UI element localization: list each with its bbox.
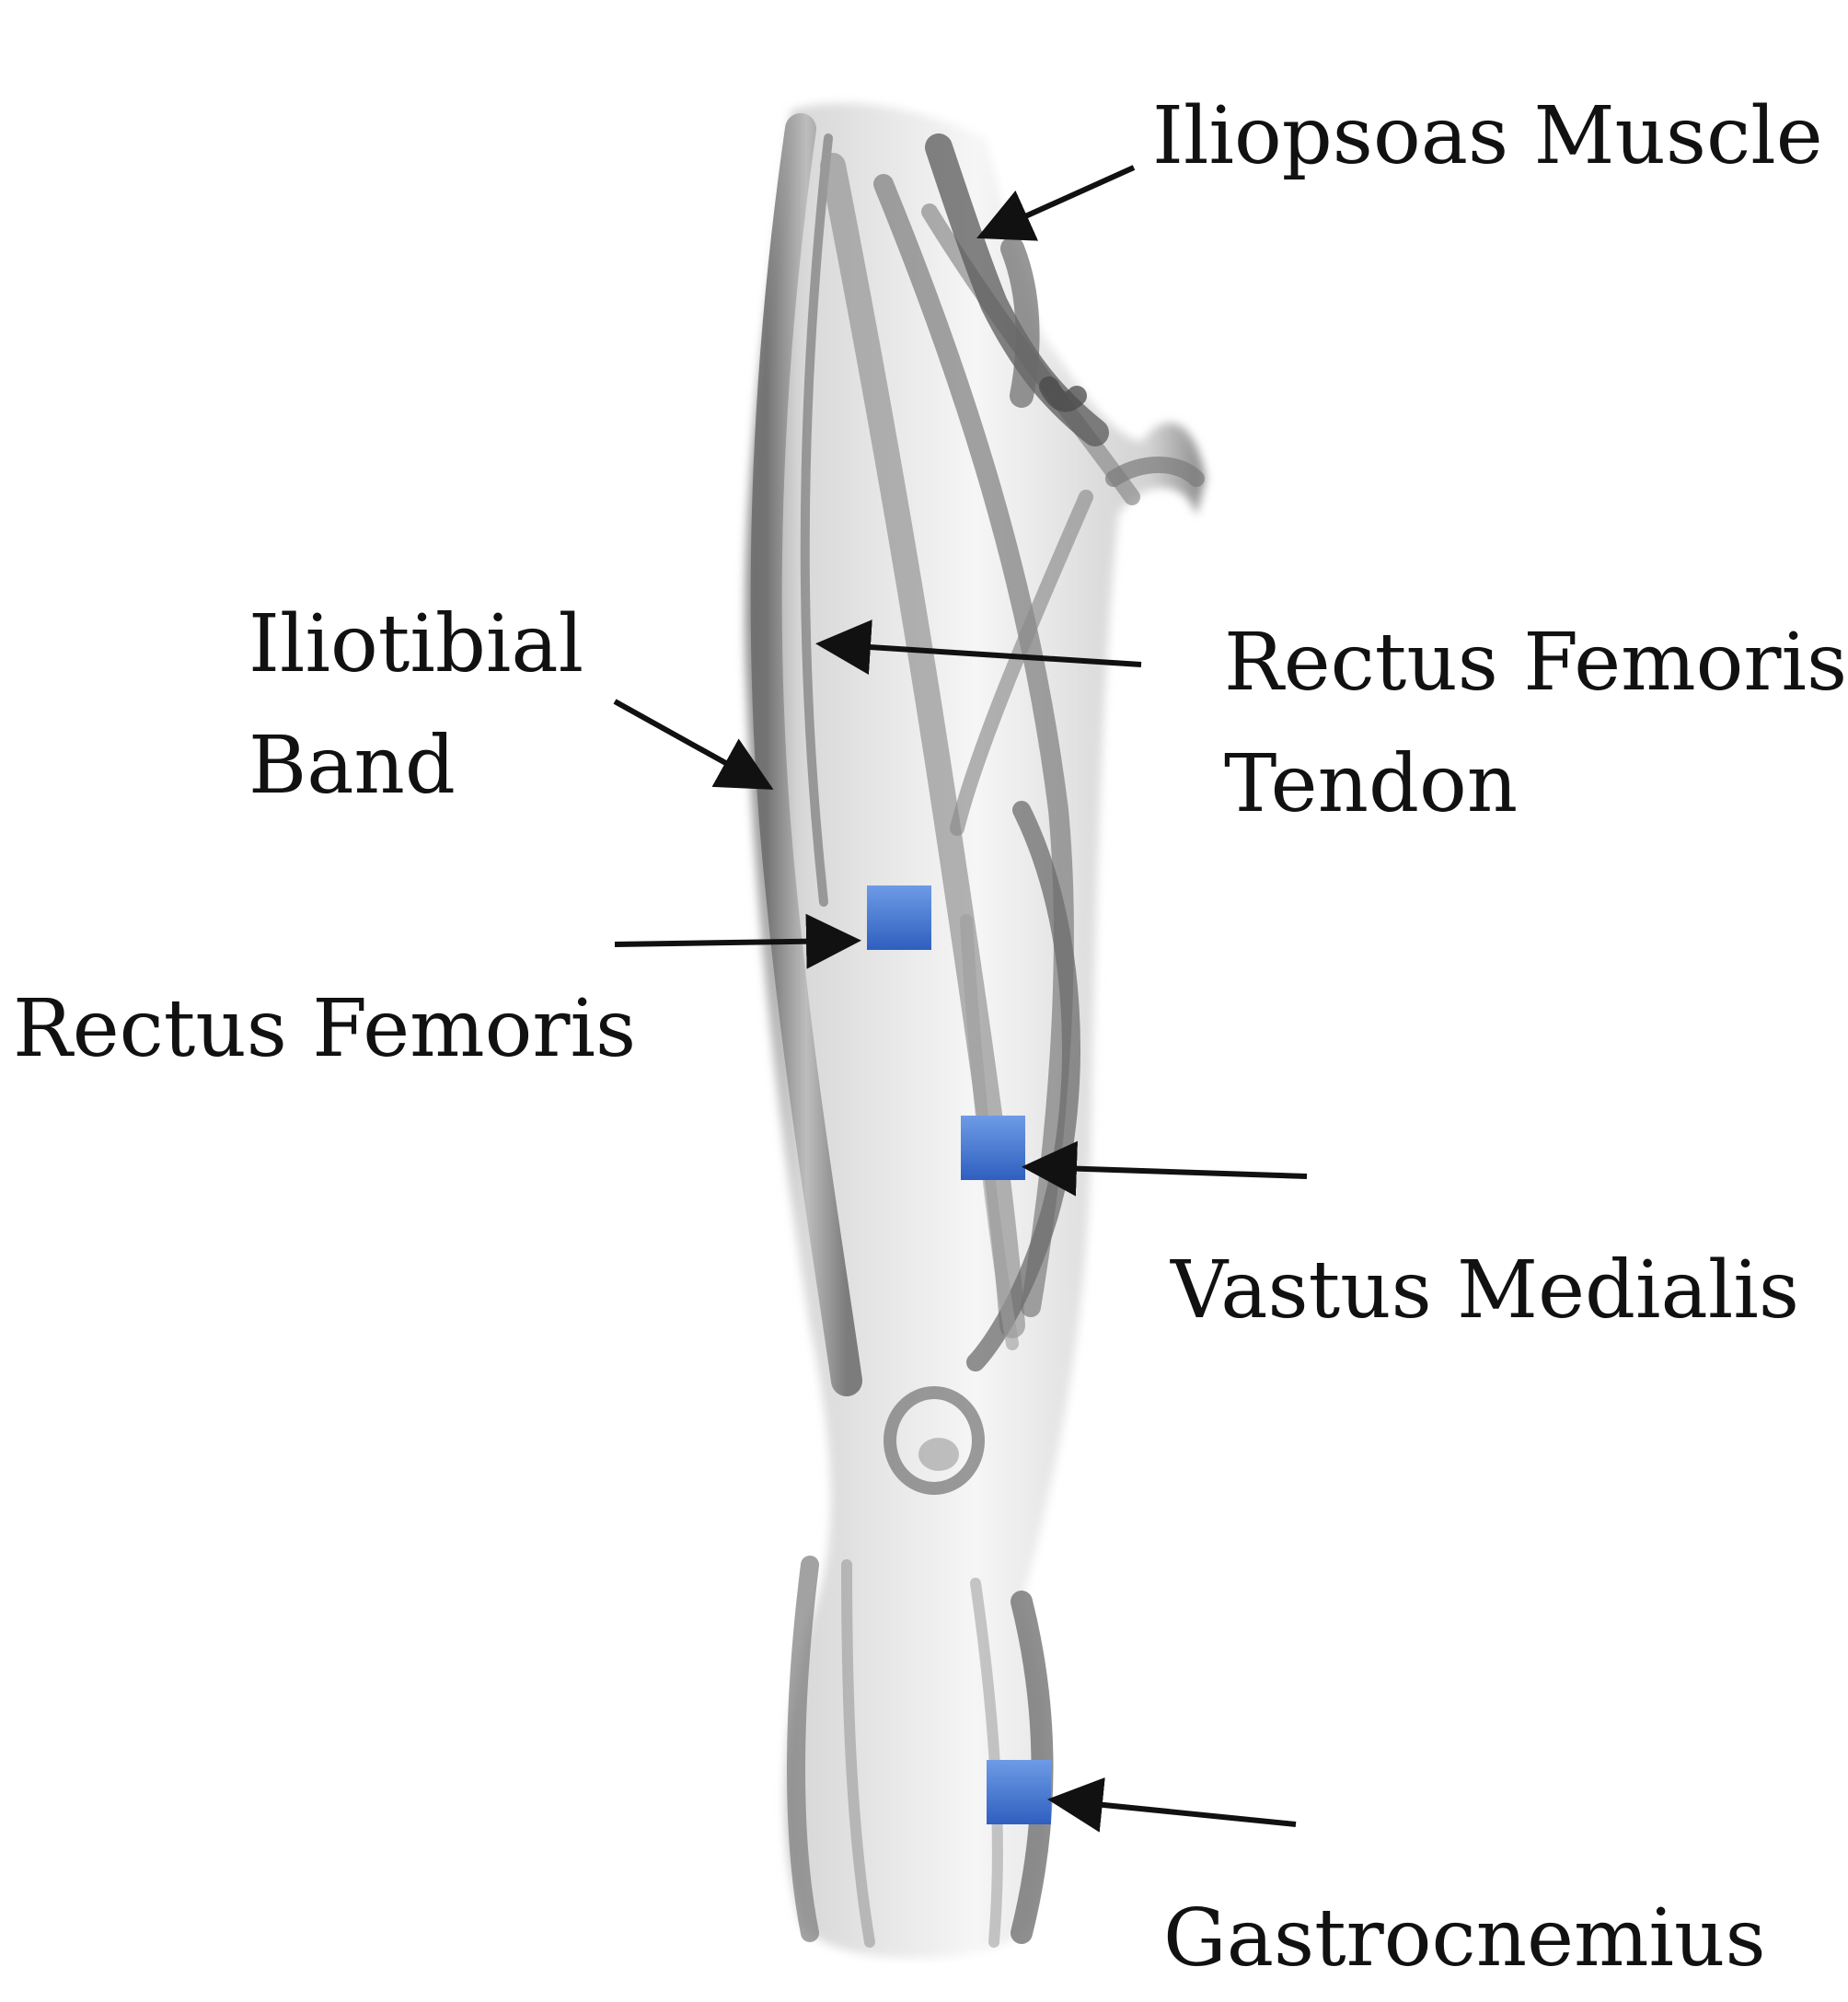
label-iliotibial-line2: Band (248, 720, 456, 812)
label-iliotibial-band: Iliotibial Band (248, 584, 583, 827)
electrodes (867, 885, 1051, 1824)
iliotibial-band-shape (750, 113, 862, 1396)
label-vastus-medialis: Vastus Medialis (1171, 1244, 1799, 1337)
arrow-iliotibial-band (613, 699, 774, 790)
label-rf-tendon-line1: Rectus Femoris (1224, 617, 1848, 709)
label-iliotibial-line1: Iliotibial (248, 598, 584, 690)
electrode-rectus-femoris (867, 885, 931, 950)
arrow-rectus-femoris (614, 913, 861, 969)
label-gastrocnemius: Gastrocnemius (1163, 1892, 1766, 1985)
electrode-gastrocnemius (987, 1760, 1051, 1824)
pointer-arrows (613, 165, 1308, 1833)
patella-shape (884, 1386, 985, 1495)
label-iliopsoas: Iliopsoas Muscle (1152, 90, 1823, 182)
arrow-rectus-femoris-tendon (815, 619, 1142, 676)
electrode-vastus-medialis (961, 1116, 1025, 1180)
arrow-iliopsoas (976, 165, 1136, 241)
label-rf-tendon-line2: Tendon (1224, 738, 1519, 830)
arrow-vastus-medialis (1022, 1140, 1308, 1197)
arrow-gastrocnemius (1047, 1776, 1297, 1833)
label-rectus-femoris: Rectus Femoris (13, 983, 637, 1075)
label-rectus-femoris-tendon: Rectus Femoris Tendon (1224, 602, 1847, 845)
